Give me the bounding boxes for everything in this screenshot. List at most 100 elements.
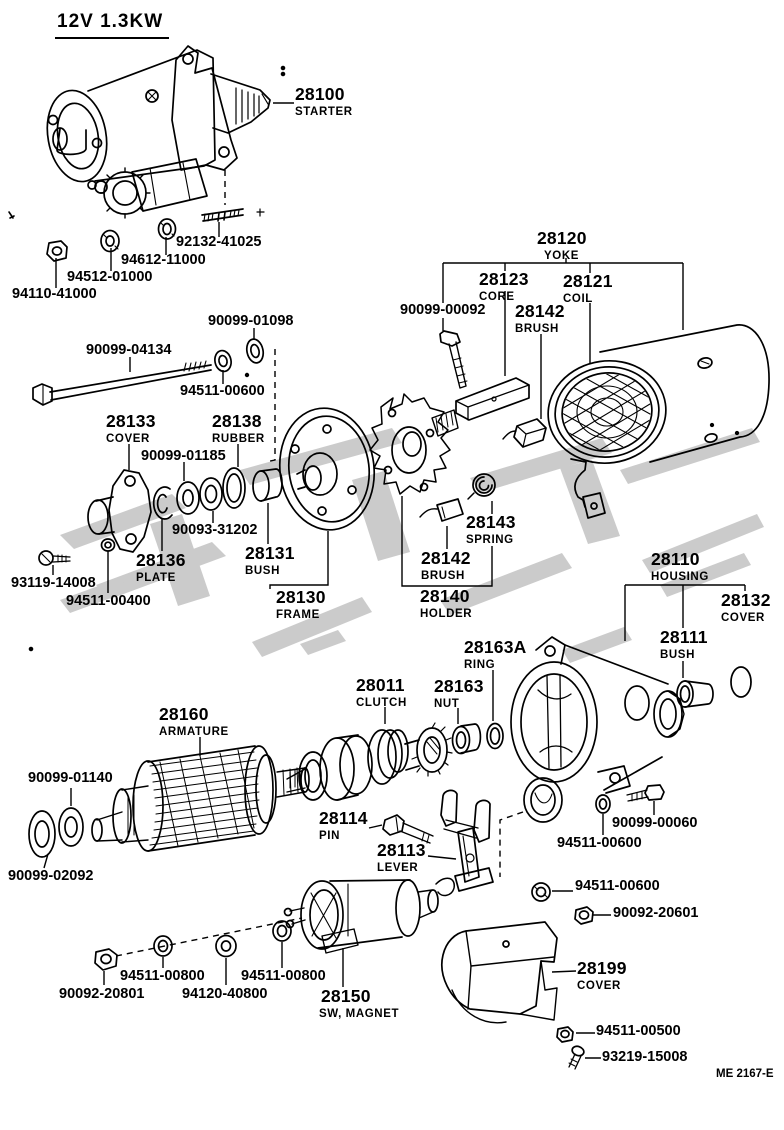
part-number: 94511-00800 [120, 968, 205, 984]
part-number: 28011 [356, 675, 405, 695]
part-name: STARTER [295, 105, 353, 118]
part-name: CLUTCH [356, 696, 407, 709]
part-number: 28133 [106, 411, 156, 431]
part-label: 28121 COIL [563, 271, 613, 305]
part-number: 28160 [159, 704, 209, 724]
part-number: 90099-01140 [28, 770, 113, 786]
part-number: 28138 [212, 411, 262, 431]
part-nut-20801 [94, 948, 118, 971]
part-label: 94511-00400 [66, 594, 151, 609]
part-name: HOUSING [651, 570, 709, 583]
page-title: 12V 1.3KW [55, 11, 170, 39]
part-number: 28142 [515, 301, 565, 321]
part-number: 90099-00092 [400, 302, 486, 318]
part-pole-core [455, 377, 530, 421]
part-label: 94511-00600 [575, 879, 660, 894]
part-number: 93119-14008 [11, 575, 96, 591]
part-name: RUBBER [212, 432, 265, 445]
part-brush-upper [502, 418, 547, 448]
part-label: 94511-00600 [180, 384, 265, 399]
part-lever [440, 789, 494, 892]
part-label: 28163A RING [464, 637, 527, 671]
part-nut-00500 [556, 1026, 574, 1043]
part-label: 28136 PLATE [136, 550, 186, 584]
part-name: PIN [319, 829, 340, 842]
doc-code: ME 2167-E [716, 1068, 774, 1080]
part-bush-28131 [252, 468, 283, 502]
part-label: 28114 PIN [319, 808, 368, 842]
part-rubber-28138 [222, 467, 246, 509]
part-label: 93219-15008 [602, 1050, 687, 1065]
part-label: 28110 HOUSING [651, 550, 709, 583]
part-label: 90099-01140 [28, 771, 113, 786]
part-number: 94612-11000 [121, 252, 206, 268]
part-number: 94110-41000 [12, 286, 97, 302]
part-label: 28142 BRUSH [421, 549, 471, 582]
part-label: 94511-00800 [241, 969, 326, 984]
part-name: COVER [721, 611, 765, 624]
part-label: 28138 RUBBER [212, 411, 265, 445]
part-number: 93219-15008 [602, 1049, 688, 1065]
part-label: 28130 FRAME [276, 587, 326, 621]
part-label: 28113 LEVER [377, 840, 426, 874]
part-name: BRUSH [515, 322, 559, 335]
part-nut-00600c [531, 882, 551, 902]
part-number: 28130 [276, 587, 326, 607]
part-name: SW, MAGNET [319, 1007, 400, 1020]
part-washer-94612 [157, 218, 177, 240]
part-washer-01185 [176, 481, 200, 515]
part-number: 28163A [464, 637, 527, 657]
part-number: 28111 [660, 627, 708, 647]
part-ring-28163a [486, 722, 504, 750]
part-label: 90099-02092 [8, 869, 93, 884]
part-plate-28136 [152, 486, 173, 520]
part-number: 90099-04134 [86, 342, 172, 358]
part-name: COVER [106, 432, 150, 445]
part-housing [510, 636, 685, 823]
part-label: 94511-00600 [557, 836, 642, 851]
part-bush-28111 [676, 680, 714, 708]
part-number: 28113 [377, 840, 426, 860]
part-name: ARMATURE [159, 725, 229, 738]
part-stud-bolt [201, 208, 244, 222]
part-washer-94512 [100, 229, 120, 253]
part-number: 28100 [295, 84, 345, 104]
part-name: CORE [479, 290, 515, 303]
part-number: 92132-41025 [176, 234, 262, 250]
part-name: BUSH [660, 648, 695, 661]
part-name: LEVER [377, 861, 419, 874]
part-number: 28150 [321, 986, 371, 1006]
part-number: 28199 [577, 958, 627, 978]
part-label: 28150 SW, MAGNET [319, 986, 400, 1020]
part-label: 90099-00060 [612, 816, 697, 831]
part-washer-01098 [245, 338, 265, 364]
part-label: 94110-41000 [12, 287, 97, 302]
part-number: 28143 [466, 512, 516, 532]
part-label: 28199 COVER [577, 958, 627, 992]
part-rear-cover [441, 921, 558, 1024]
leader-lines [43, 102, 746, 1059]
part-cover-28132 [730, 666, 752, 698]
dashed-lines [115, 170, 524, 957]
part-number: 28140 [420, 586, 470, 606]
part-number: 28136 [136, 550, 186, 570]
part-label: 28131 BUSH [245, 544, 295, 577]
part-nut-28163 [451, 723, 482, 755]
part-label: 28132 COVER [721, 591, 771, 624]
part-washer-00600b [595, 794, 611, 814]
part-washer-31202 [199, 477, 223, 511]
part-name: BUSH [245, 564, 280, 577]
part-number: 28114 [319, 808, 368, 828]
part-label: 94120-40800 [182, 987, 267, 1002]
part-number: 90092-20801 [59, 986, 145, 1002]
part-name: HOLDER [420, 607, 473, 620]
part-name: COIL [563, 292, 593, 305]
part-number: 94511-00500 [596, 1023, 681, 1039]
part-number: 94511-00600 [557, 835, 642, 851]
part-name: BRUSH [421, 569, 465, 582]
part-number: 28121 [563, 271, 613, 291]
part-label: 90093-31202 [172, 523, 257, 538]
part-end-cover [87, 469, 152, 553]
part-pin [382, 814, 434, 844]
